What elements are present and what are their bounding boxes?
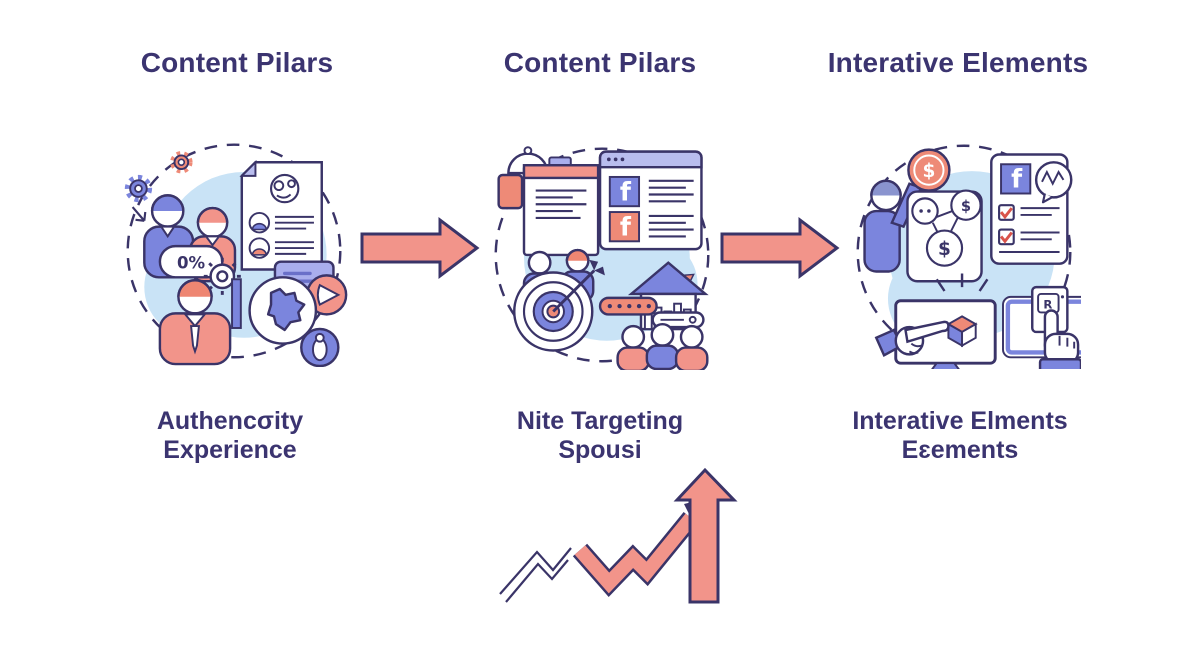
dashed-circle-border	[126, 143, 342, 359]
svg-text:R: R	[1043, 298, 1052, 312]
pointing-finger-icon	[904, 320, 950, 344]
percent-bubble-icon: 0%	[158, 244, 224, 279]
caption-line: Interative Elments	[852, 407, 1068, 435]
hand-cuff	[1038, 358, 1081, 369]
svg-text:f: f	[620, 211, 632, 241]
spark-lines-icon	[935, 273, 989, 292]
dollar-network-icon: $ $ $	[863, 148, 983, 283]
interactive-elements-illustration: $ $ $ f	[856, 144, 1081, 369]
facebook-icon	[608, 175, 641, 208]
column-3-title: Interative Elements	[827, 47, 1089, 78]
column-1-title: Content Pilars	[140, 47, 334, 78]
content-pillars-illustration-1: 0%	[124, 143, 348, 367]
clipboard-icon	[497, 146, 600, 257]
facebook-feed-window-icon: f f	[598, 150, 703, 251]
flow-arrow-icon	[720, 216, 840, 280]
content-pillars-illustration-2: f f	[494, 146, 710, 370]
globe-icon	[248, 276, 318, 345]
dashed-circle-border	[494, 147, 710, 363]
facebook-icon	[1000, 163, 1032, 195]
tablet-touch-icon: R	[1002, 285, 1081, 369]
svg-text:$: $	[961, 198, 971, 215]
column-2-caption: Nite Targeting Spousi	[450, 407, 750, 465]
flow-arrow-icon	[360, 216, 480, 280]
caption-line: Authencσity	[156, 407, 304, 435]
target-icon	[513, 259, 605, 352]
gear-icon	[124, 174, 153, 203]
column-1-caption: Authencσity Experience	[80, 407, 380, 465]
column-3-caption: Interative Elments Eɛements	[810, 407, 1110, 465]
monitor-touch-icon	[874, 273, 997, 369]
profile-document-icon	[239, 159, 323, 271]
svg-text:f: f	[1011, 164, 1023, 194]
caption-line: Nite Targeting	[516, 407, 684, 435]
gear-icon	[170, 151, 193, 174]
people-group-icon	[616, 322, 709, 370]
facebook-icon	[608, 211, 641, 243]
svg-text:$: $	[922, 161, 935, 182]
caption-line: Eɛements	[901, 436, 1019, 464]
growth-arrow-chart	[499, 467, 738, 604]
svg-text:0%: 0%	[177, 254, 206, 273]
person-tie-icon	[158, 279, 232, 366]
caption-line: Spousi	[558, 436, 642, 464]
svg-text:$: $	[938, 239, 951, 260]
svg-text:f: f	[620, 176, 632, 206]
bulb-badge-icon	[300, 327, 340, 367]
flag-pole-icon	[231, 278, 242, 329]
checklist-document-icon: f	[990, 153, 1073, 265]
slider-pill-icon	[598, 296, 658, 316]
caption-line: Experience	[163, 436, 297, 464]
column-2-title: Content Pilars	[503, 47, 697, 78]
cursor-arrow-icon	[131, 206, 147, 222]
